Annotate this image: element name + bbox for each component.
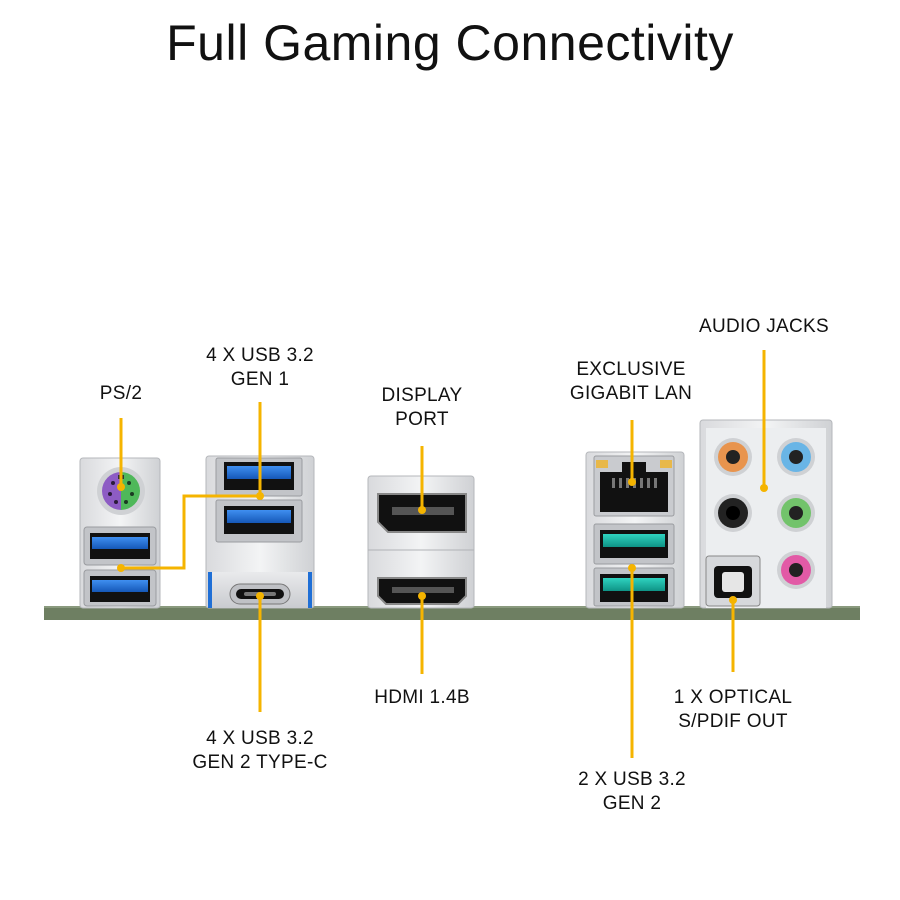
lan-label: EXCLUSIVE GIGABIT LAN: [556, 358, 706, 406]
optical-label-line1: 1 X OPTICAL: [673, 687, 793, 708]
usb-port-icon: [83, 569, 157, 607]
ethernet-port-icon: [593, 455, 675, 517]
usb-gen1-typec-stack: [205, 455, 315, 609]
hdmi-label: HDMI 1.4B: [374, 687, 470, 708]
audio-jack-icon: [777, 494, 815, 532]
optical-label: 1 X OPTICAL S/PDIF OUT: [662, 686, 804, 734]
optical-label-line2: S/PDIF OUT: [678, 711, 788, 732]
audio-jacks-label: AUDIO JACKS: [699, 316, 829, 337]
callout-lines: [119, 350, 766, 758]
audio-jack-icon: [714, 494, 752, 532]
usb-typec-label-line2: GEN 2 TYPE-C: [192, 752, 328, 773]
usb-gen2-label-line1: 2 X USB 3.2: [578, 769, 686, 790]
usb-typec-label-line1: 4 X USB 3.2: [206, 728, 314, 749]
hdmi-port-icon: [377, 577, 467, 605]
ps2-usb-stack: [79, 457, 161, 609]
displayport-label-line1: DISPLAY: [381, 385, 463, 406]
lan-label-line1: EXCLUSIVE: [576, 359, 686, 380]
displayport-label: DISPLAY PORT: [372, 384, 472, 432]
usb-port-icon: [215, 499, 303, 543]
usb-typec-label: 4 X USB 3.2 GEN 2 TYPE-C: [180, 727, 340, 775]
audio-jacks-stack: [699, 419, 833, 609]
usb-port-icon: [593, 567, 675, 607]
page-title: Full Gaming Connectivity: [166, 15, 734, 71]
lan-usb-gen2-stack: [585, 451, 685, 609]
displayport-label-line2: PORT: [395, 409, 449, 430]
usb-gen2-label-line2: GEN 2: [602, 793, 662, 814]
usb-port-icon: [593, 523, 675, 565]
usb-gen1-label-line2: GEN 1: [230, 369, 290, 390]
audio-jack-icon: [777, 438, 815, 476]
usb-gen2-label: 2 X USB 3.2 GEN 2: [562, 768, 702, 816]
ps2-label: PS/2: [99, 383, 143, 404]
usb-gen1-branch-callout: [121, 494, 260, 570]
usb-gen1-label-line1: 4 X USB 3.2: [206, 345, 314, 366]
video-output-stack: [367, 475, 475, 609]
pcb-strip: [44, 606, 860, 620]
usb-port-icon: [83, 526, 157, 566]
audio-jack-icon: [714, 438, 752, 476]
usb-gen1-label: 4 X USB 3.2 GEN 1: [200, 344, 320, 392]
audio-jack-icon: [777, 551, 815, 589]
lan-label-line2: GIGABIT LAN: [569, 383, 693, 404]
callout-dots: [117, 478, 768, 604]
ps2-port-icon: [97, 467, 145, 515]
